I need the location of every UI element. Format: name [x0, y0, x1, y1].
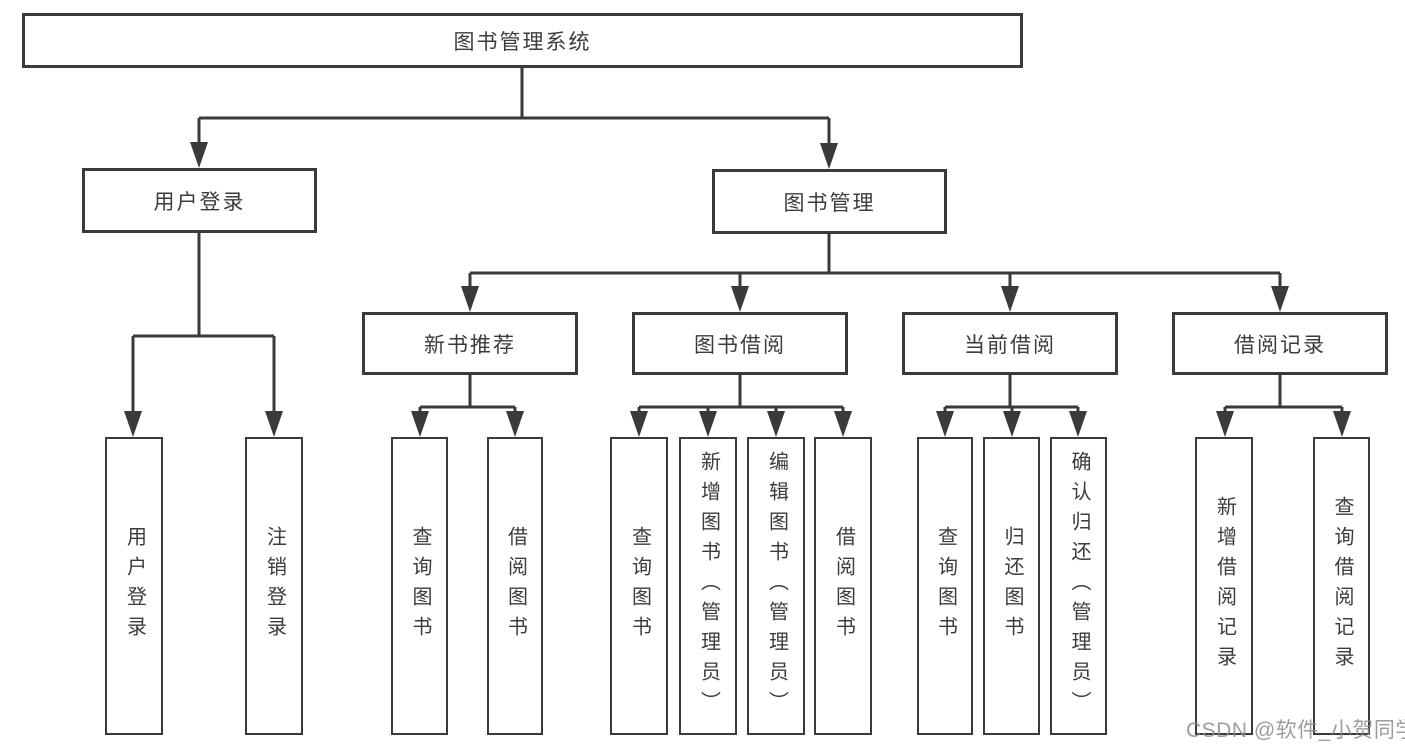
leaf-borrow-books-recommend: 借阅图书 [487, 437, 543, 735]
node-label: 图书管理系统 [453, 30, 592, 54]
arrowhead [767, 411, 785, 437]
arrowhead [1001, 286, 1019, 312]
node-label: 图书管理 [783, 191, 876, 215]
node-label: 用户登录 [153, 190, 246, 214]
arrowhead [820, 143, 838, 169]
arrowhead [506, 411, 524, 437]
node-label: 新书推荐 [424, 333, 516, 357]
node-current-borrow: 当前借阅 [902, 312, 1118, 375]
node-label: 编辑图书（管理员） [765, 451, 788, 721]
node-label: 查询图书 [934, 526, 957, 646]
leaf-query-borrow-record: 查询借阅记录 [1313, 437, 1370, 735]
node-label: 查询图书 [628, 526, 651, 646]
node-label: 注销登录 [263, 526, 286, 646]
arrowhead [265, 411, 283, 437]
arrowhead [630, 411, 648, 437]
node-label: 查询借阅记录 [1331, 496, 1353, 676]
arrowhead [1003, 411, 1021, 437]
arrowhead [1216, 411, 1234, 437]
leaf-query-books-current: 查询图书 [917, 437, 973, 735]
node-label: 当前借阅 [964, 333, 1056, 357]
arrowhead [936, 411, 954, 437]
node-new-book-recommend: 新书推荐 [362, 312, 578, 375]
node-borrow-records: 借阅记录 [1172, 312, 1388, 375]
node-label: 归还图书 [1001, 526, 1023, 646]
arrowhead [1271, 286, 1289, 312]
leaf-query-books-borrow: 查询图书 [610, 437, 668, 735]
arrowhead [834, 411, 852, 437]
arrowhead [461, 286, 479, 312]
arrowhead [699, 411, 717, 437]
leaf-borrow-books: 借阅图书 [814, 437, 872, 735]
leaf-add-books-admin: 新增图书（管理员） [679, 437, 737, 735]
node-label: 图书借阅 [694, 333, 786, 357]
leaf-edit-books-admin: 编辑图书（管理员） [747, 437, 805, 735]
arrowhead [1069, 411, 1087, 437]
arrowhead [731, 286, 749, 312]
arrowhead [411, 411, 429, 437]
leaf-user-login: 用户登录 [105, 437, 163, 735]
node-label: 借阅图书 [832, 526, 855, 646]
arrowhead [1333, 411, 1351, 437]
node-user-login: 用户登录 [82, 168, 317, 233]
leaf-add-borrow-record: 新增借阅记录 [1195, 437, 1253, 735]
leaf-logout: 注销登录 [245, 437, 303, 735]
node-label: 借阅记录 [1234, 333, 1326, 357]
node-label: 查询图书 [409, 526, 431, 646]
node-label: 借阅图书 [504, 526, 527, 646]
node-label: 用户登录 [123, 526, 146, 646]
node-root: 图书管理系统 [22, 13, 1023, 68]
arrowhead [124, 411, 142, 437]
node-book-borrow: 图书借阅 [632, 312, 848, 375]
leaf-query-books-recommend: 查询图书 [391, 437, 448, 735]
arrowhead [190, 142, 208, 168]
node-book-management: 图书管理 [712, 169, 947, 234]
node-label: 新增图书（管理员） [697, 451, 720, 721]
node-label: 确认归还（管理员） [1068, 451, 1090, 721]
node-label: 新增借阅记录 [1213, 496, 1236, 676]
leaf-confirm-return-admin: 确认归还（管理员） [1050, 437, 1107, 735]
leaf-return-books: 归还图书 [983, 437, 1040, 735]
csdn-watermark: CSDN @软件_小贺同学 [1186, 719, 1405, 742]
